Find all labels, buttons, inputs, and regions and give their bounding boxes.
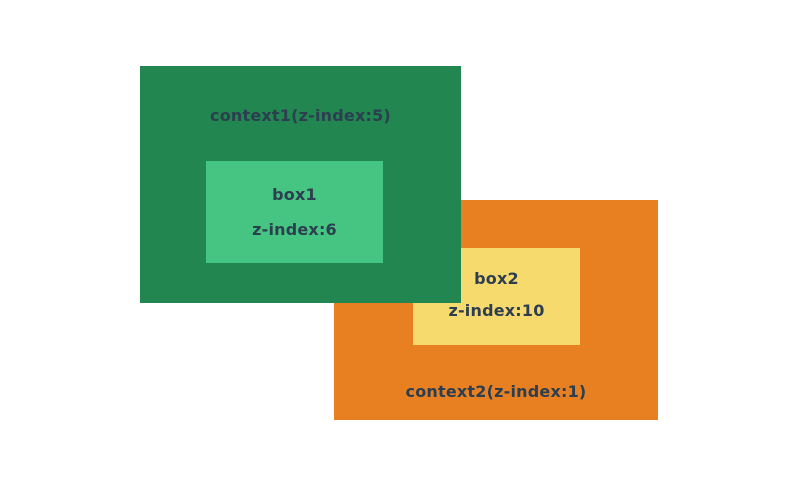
box2-name-label: box2 (474, 269, 519, 288)
context2-label: context2(z-index:1) (405, 382, 587, 401)
box1-block: box1 z-index:6 (206, 161, 383, 263)
stacking-context-1-block: context1(z-index:5) box1 z-index:6 (140, 66, 461, 303)
box2-zindex-label: z-index:10 (448, 301, 545, 320)
context1-label: context1(z-index:5) (210, 106, 391, 125)
box1-name-label: box1 (272, 185, 317, 204)
box1-zindex-label: z-index:6 (252, 220, 337, 239)
